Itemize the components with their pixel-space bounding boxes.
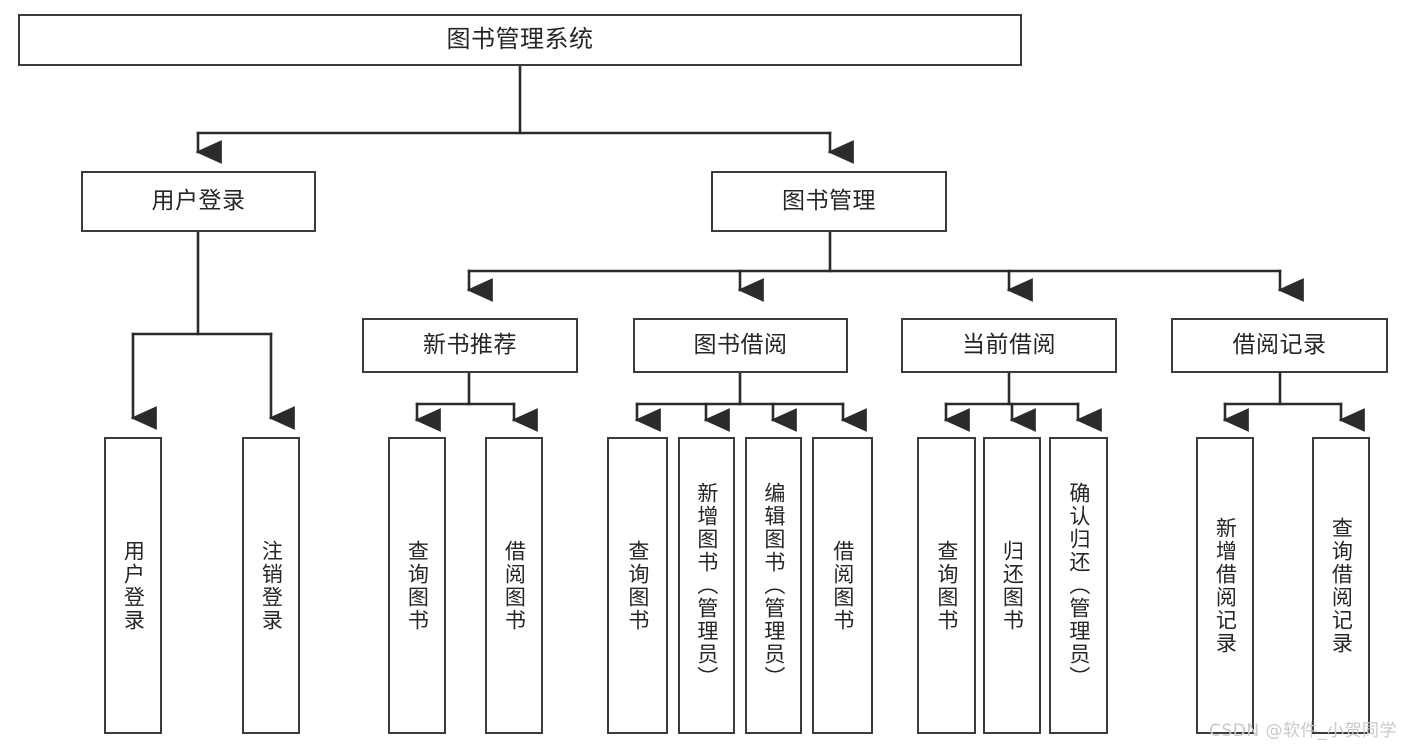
leaf-query-borrow-record[interactable]: 查询借阅记录	[1312, 437, 1370, 734]
node-label: 图书管理	[782, 188, 876, 215]
leaf-borrow-book[interactable]: 借阅图书	[812, 437, 873, 734]
node-book-borrow[interactable]: 图书借阅	[633, 318, 848, 373]
csdn-watermark: CSDN @软件_小贺同学	[1209, 721, 1397, 741]
node-borrow-record[interactable]: 借阅记录	[1171, 318, 1388, 373]
node-label: 确认归还（管理员）	[1066, 482, 1091, 689]
node-label: 当前借阅	[962, 332, 1056, 359]
node-label: 查询借阅记录	[1329, 516, 1354, 655]
leaf-query-book-recommend[interactable]: 查询图书	[388, 437, 446, 734]
node-current-borrow[interactable]: 当前借阅	[901, 318, 1117, 373]
node-label: 图书管理系统	[446, 25, 594, 54]
leaf-add-borrow-record[interactable]: 新增借阅记录	[1196, 437, 1254, 734]
node-label: 编辑图书（管理员）	[761, 482, 786, 689]
node-label: 查询图书	[625, 539, 650, 632]
node-label: 用户登录	[151, 188, 246, 215]
node-label: 新增图书（管理员）	[694, 482, 719, 689]
node-label: 新书推荐	[423, 332, 517, 359]
leaf-add-book[interactable]: 新增图书（管理员）	[678, 437, 735, 734]
leaf-return-book[interactable]: 归还图书	[983, 437, 1041, 734]
node-label: 借阅记录	[1232, 332, 1327, 359]
node-label: 用户登录	[121, 539, 146, 632]
leaf-borrow-book-recommend[interactable]: 借阅图书	[485, 437, 543, 734]
node-label: 注销登录	[259, 539, 284, 632]
node-user-login[interactable]: 用户登录	[81, 171, 316, 232]
leaf-confirm-return[interactable]: 确认归还（管理员）	[1049, 437, 1108, 734]
node-label: 归还图书	[1000, 539, 1025, 632]
node-label: 查询图书	[934, 539, 959, 632]
node-new-book-recommend[interactable]: 新书推荐	[362, 318, 578, 373]
leaf-edit-book[interactable]: 编辑图书（管理员）	[745, 437, 802, 734]
node-label: 借阅图书	[502, 539, 527, 632]
node-label: 新增借阅记录	[1213, 516, 1238, 655]
node-label: 图书借阅	[693, 332, 788, 359]
node-book-management[interactable]: 图书管理	[711, 171, 947, 232]
node-label: 借阅图书	[830, 539, 855, 632]
node-root-system[interactable]: 图书管理系统	[18, 14, 1022, 66]
leaf-logout[interactable]: 注销登录	[242, 437, 300, 734]
leaf-user-login[interactable]: 用户登录	[104, 437, 162, 734]
node-label: 查询图书	[405, 539, 430, 632]
leaf-query-book-borrow[interactable]: 查询图书	[607, 437, 668, 734]
leaf-query-book-current[interactable]: 查询图书	[917, 437, 976, 734]
